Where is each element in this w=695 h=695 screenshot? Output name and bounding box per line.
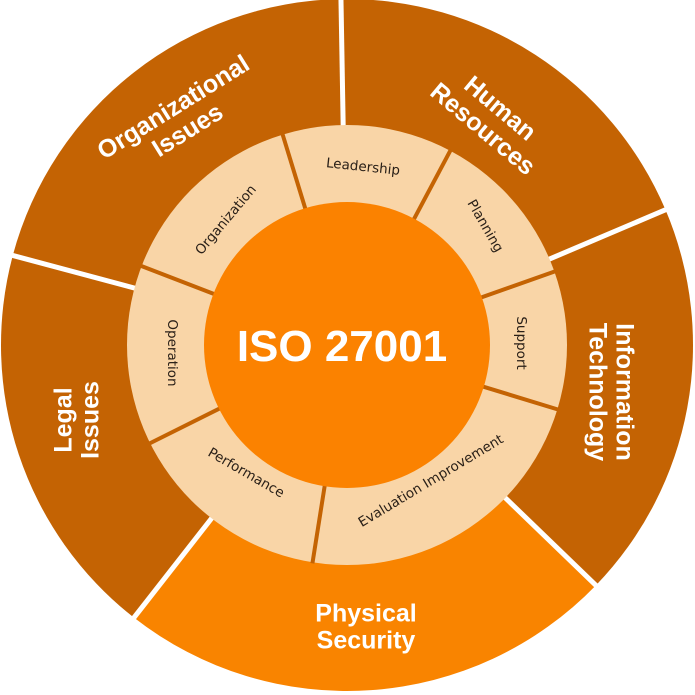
inner-dividers [139,133,559,564]
outer-label-line: Security [317,627,416,655]
outer-label-line: Physical [315,600,416,628]
inner-segment-label: Operation [164,319,180,386]
outer-label-line: Issues [77,381,105,459]
inner-divider [310,482,328,564]
inner-divider [478,269,556,301]
center-title: ISO 27001 [237,322,447,371]
inner-divider [139,263,218,297]
center-disc [204,202,490,488]
inner-segment-label: Leadership [325,155,400,179]
outer-label-line: Information [611,323,639,461]
outer-label-line: Legal [50,387,78,452]
inner-divider [280,133,308,212]
inner-divider [410,148,453,223]
outer-segment-label: InformationTechnology [584,323,639,462]
outer-segment-label: LegalIssues [50,381,105,459]
inner-divider [148,405,223,446]
outer-label-line: Technology [584,323,612,462]
inner-divider [480,384,559,412]
inner-segment-label: Support [513,316,529,369]
